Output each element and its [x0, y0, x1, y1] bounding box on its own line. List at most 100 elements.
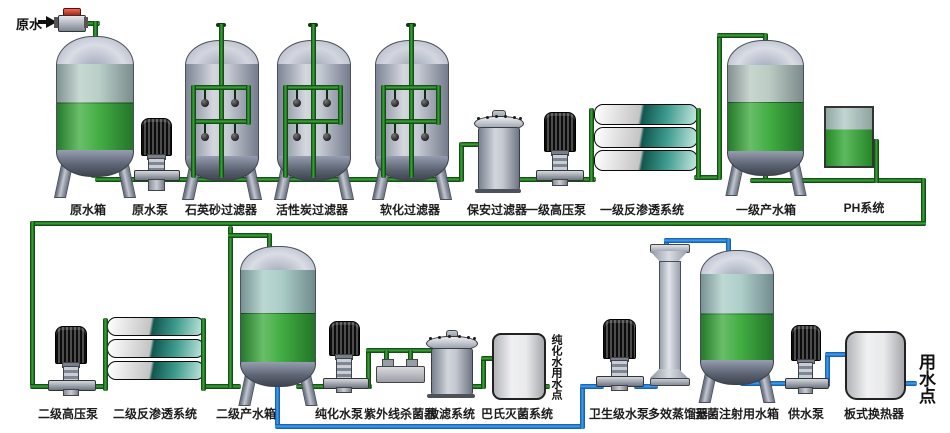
- pump-base: [63, 389, 79, 396]
- label-plate-heat-exchanger: 板式换热器: [843, 407, 905, 421]
- plate-heat-exchanger-box: [845, 331, 906, 400]
- quartz-sand-filter: [181, 23, 263, 200]
- activated-carbon-filter: [273, 23, 355, 200]
- valve-handle-icon: [293, 124, 301, 141]
- pipe-uv-stem: [408, 350, 413, 367]
- pipe-manifold: [283, 85, 343, 90]
- vessel-base: [475, 189, 521, 193]
- pipe-manifold: [696, 108, 701, 178]
- label-purified-water-pump: 纯化水泵: [314, 407, 364, 421]
- pipe-manifold: [283, 85, 288, 178]
- pump-base: [336, 387, 352, 393]
- label-quartz-sand-filter: 石英砂过滤器: [184, 203, 258, 217]
- tank-dome: [700, 250, 774, 277]
- lid-bolts-icon: [429, 337, 432, 340]
- pipe-manifold: [246, 85, 251, 125]
- pipe-manifold: [381, 119, 441, 124]
- label-supply-pump: 供水泵: [787, 407, 825, 421]
- pipe-manifold: [191, 119, 251, 124]
- pipe-segment: [30, 384, 58, 389]
- label-raw-water-tank: 原水箱: [69, 203, 107, 217]
- ro-membrane: [594, 104, 698, 125]
- label-ph-system: PH系统: [843, 201, 885, 215]
- pipe-segment: [694, 175, 722, 180]
- inlet-valve-icon: [54, 8, 88, 32]
- pipe-segment: [481, 356, 486, 389]
- pump-base: [148, 179, 165, 191]
- pipe-manifold: [191, 85, 251, 90]
- pipe-segment: [366, 348, 371, 389]
- pump-base: [798, 387, 813, 394]
- label-microfiltration-system: 微滤系统: [426, 407, 476, 421]
- pipe-blue-tank-inlet: [726, 238, 731, 256]
- arrow-line: [38, 20, 47, 24]
- tank-body: [727, 65, 804, 153]
- valve-flange: [54, 17, 58, 28]
- valve-handle-icon: [201, 90, 209, 107]
- pipe-manifold: [201, 318, 206, 391]
- label-stage1-ro-system: 一级反渗透系统: [599, 203, 685, 217]
- pipe-center: [311, 24, 316, 178]
- pipe-segment: [459, 142, 464, 182]
- ro-membrane: [107, 317, 205, 336]
- pipe-manifold: [381, 85, 441, 90]
- valve-handle-icon: [201, 124, 209, 141]
- pipe-manifold: [589, 108, 594, 182]
- label-softening-filter: 软化过滤器: [379, 203, 441, 217]
- valve-handle-icon: [391, 90, 399, 107]
- ro-membrane: [594, 127, 698, 148]
- label-raw-water-pump: 原水泵: [131, 203, 169, 217]
- stage1-product-water-tank: [725, 40, 807, 196]
- pipe-blue-segment: [634, 384, 658, 389]
- final-outlet-label: 用水点: [916, 353, 935, 404]
- label-sterile-injection-water-tank: 无菌注射用水箱: [694, 407, 780, 421]
- ro-membrane: [594, 150, 698, 171]
- pipe-uv-run: [366, 348, 434, 353]
- pump-base: [611, 385, 628, 391]
- tank-body: [700, 274, 774, 362]
- tank-body: [56, 64, 134, 152]
- valve-handle-icon: [293, 90, 301, 107]
- pipe-tank-inlet: [267, 233, 272, 257]
- valve-flange: [84, 17, 88, 28]
- microfiltration-system: [425, 330, 478, 400]
- uv-housing: [376, 366, 425, 383]
- ro-membrane: [107, 339, 205, 358]
- pump-base: [552, 179, 568, 186]
- pipe-segment: [228, 233, 272, 238]
- pipe-ro-riser: [717, 33, 722, 180]
- vessel-body: [478, 127, 520, 192]
- pipe-segment: [461, 142, 481, 147]
- distiller-column: [659, 261, 681, 371]
- pump-motor: [603, 319, 636, 359]
- valve-handle-icon: [421, 90, 429, 107]
- pipe-segment: [750, 178, 926, 183]
- pipe-ph-drop: [874, 139, 879, 183]
- pipe-blue-distiller-top: [664, 238, 730, 243]
- tank-dome: [56, 36, 134, 67]
- multi-effect-distiller: [649, 244, 690, 386]
- sanitary-grade-pump: [596, 319, 644, 391]
- stage2-ro-system: [101, 314, 209, 392]
- pipe-center: [409, 24, 414, 178]
- valve-handle-icon: [231, 124, 239, 141]
- pipe-blue-final-outlet: [897, 381, 917, 386]
- ro-membrane: [107, 361, 205, 380]
- label-stage1-high-pressure-pump: 一级高压泵: [525, 203, 587, 217]
- pipe-manifold: [283, 119, 343, 124]
- vessel-base: [427, 394, 475, 398]
- ph-system-box: [824, 106, 874, 168]
- pump-motor: [791, 325, 821, 361]
- pipe-manifold: [338, 85, 343, 125]
- purified-water-pump: [323, 321, 369, 393]
- valve-handle-icon: [231, 90, 239, 107]
- pipe-segment: [296, 384, 332, 389]
- valve-handle-icon: [323, 90, 331, 107]
- stage2-product-water-tank: [238, 246, 318, 406]
- pipe-segment: [481, 356, 497, 361]
- raw-water-source-label: 原水: [16, 17, 43, 32]
- pump-motor: [329, 321, 360, 356]
- label-multi-effect-distiller: 多效蒸馏器: [647, 407, 709, 421]
- pump-motor: [544, 112, 576, 152]
- label-stage2-high-pressure-pump: 二级高压泵: [37, 407, 99, 421]
